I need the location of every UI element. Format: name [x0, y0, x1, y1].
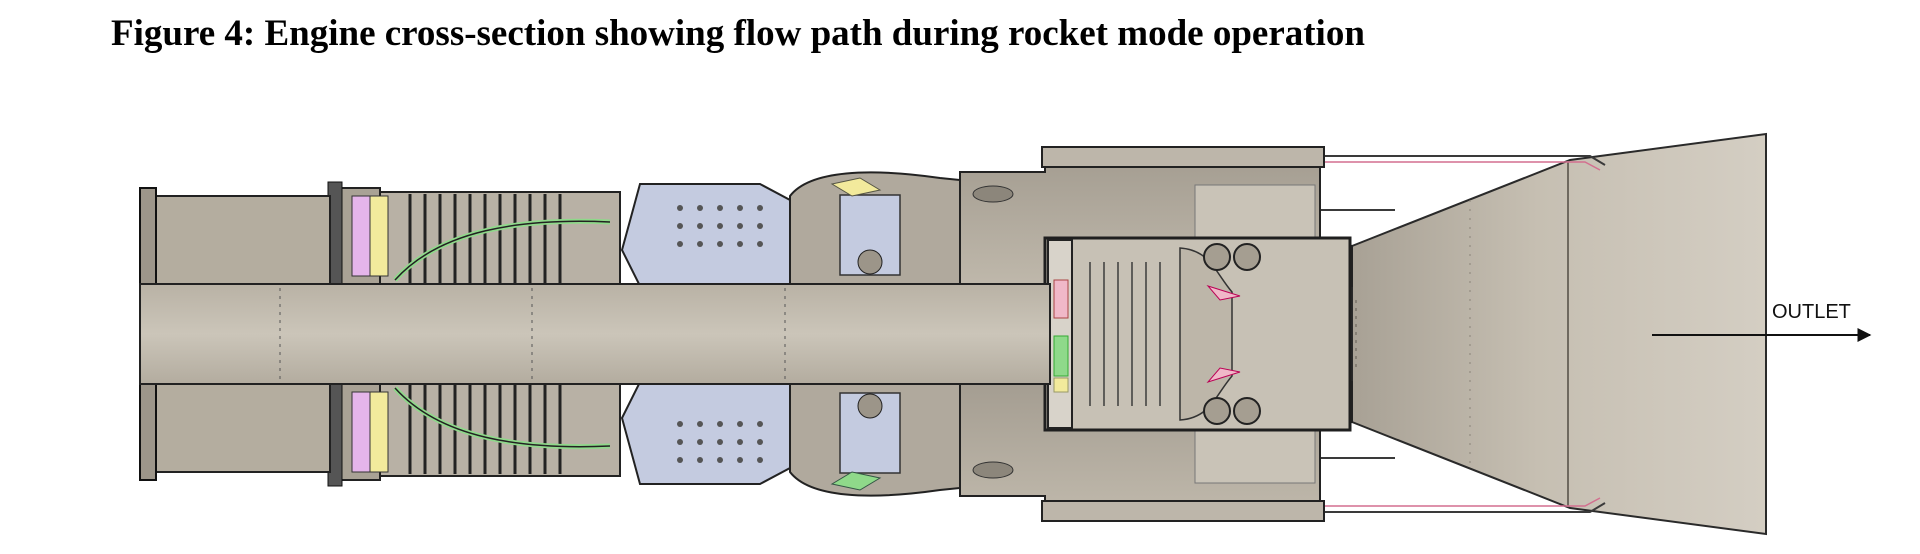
outlet-indicator: OUTLET	[1652, 301, 1872, 342]
nozzle-support-struts	[1320, 155, 1606, 513]
central-shaft	[139, 283, 1051, 385]
figure-caption: Figure 4: Engine cross-section showing f…	[111, 13, 1365, 54]
compressor-section	[327, 181, 621, 487]
turbine-section	[789, 171, 961, 497]
outlet-label: OUTLET	[1772, 301, 1851, 323]
combustor-section	[620, 183, 791, 485]
inlet-duct	[139, 187, 331, 481]
rocket-combustion-chamber	[1043, 236, 1352, 432]
